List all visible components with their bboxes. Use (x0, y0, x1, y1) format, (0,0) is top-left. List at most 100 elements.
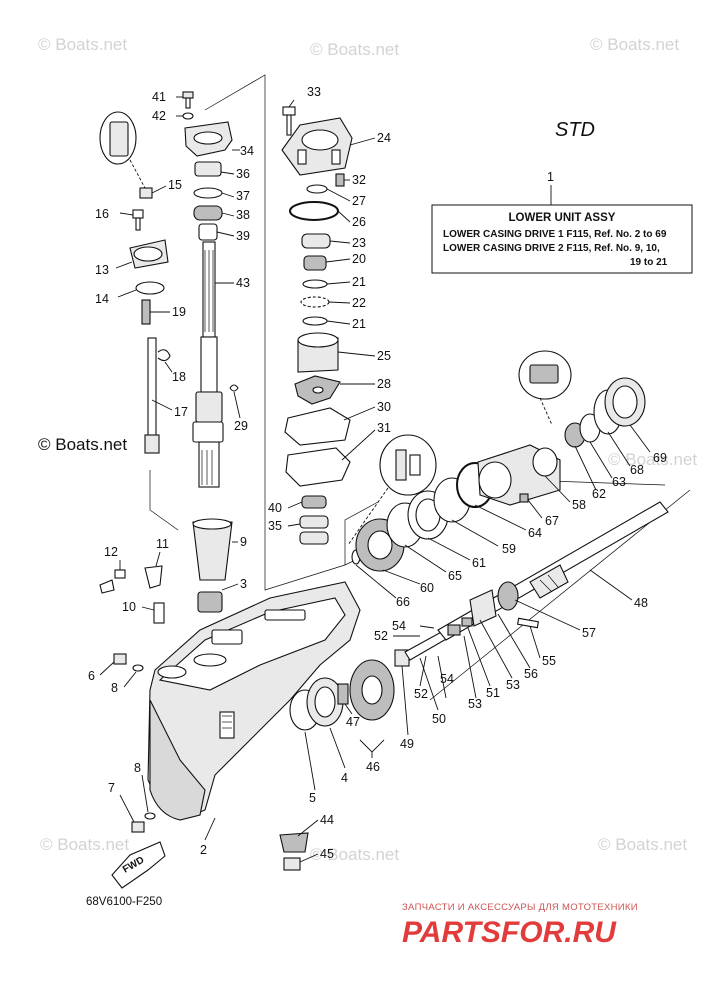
callout-11: 11 (156, 537, 169, 551)
callout-8: 8 (111, 681, 118, 695)
callout-28: 28 (377, 377, 391, 391)
callout-34: 34 (240, 144, 254, 158)
callout-56: 56 (524, 667, 538, 681)
watermark: © Boats.net (38, 35, 127, 54)
watermark: © Boats.net (608, 450, 697, 469)
callout-22: 22 (352, 296, 366, 310)
propeller-shaft-group (347, 350, 669, 641)
callout-labels: 41 42 34 36 37 38 39 43 15 16 13 14 19 1… (88, 85, 667, 861)
callout-30: 30 (377, 400, 391, 414)
callout-18: 18 (172, 370, 186, 384)
callout-57: 57 (582, 626, 596, 640)
callout-21: 21 (352, 317, 366, 331)
callout-62: 62 (592, 487, 606, 501)
assembly-reference: STD 1 LOWER UNIT ASSY LOWER CASING DRIVE… (431, 119, 693, 274)
callout-20: 20 (352, 252, 366, 266)
callout-60: 60 (420, 581, 434, 595)
callout-16: 16 (95, 207, 109, 221)
callout-68: 68 (630, 463, 644, 477)
watermark-layer: © Boats.net © Boats.net © Boats.net © Bo… (38, 35, 697, 864)
drawing-code: 68V6100-F250 (86, 896, 162, 908)
callout-42: 42 (152, 109, 166, 123)
callout-24: 24 (377, 131, 391, 145)
callout-1: 1 (547, 170, 554, 184)
water-pump-group (281, 106, 353, 545)
callout-29: 29 (234, 419, 248, 433)
callout-48: 48 (634, 596, 648, 610)
leader-lines (99, 96, 651, 863)
callout-8: 8 (134, 761, 141, 775)
watermark: © Boats.net (40, 835, 129, 854)
callout-54: 54 (392, 619, 406, 633)
callout-25: 25 (377, 349, 391, 363)
callout-26: 26 (352, 215, 366, 229)
watermark: © Boats.net (590, 35, 679, 54)
assembly-line: LOWER CASING DRIVE 1 F115, Ref. No. 2 to… (443, 229, 667, 240)
callout-3: 3 (240, 577, 247, 591)
watermark: © Boats.net (310, 845, 399, 864)
callout-2: 2 (200, 843, 207, 857)
assembly-line: 19 to 21 (630, 257, 668, 268)
callout-19: 19 (172, 305, 186, 319)
callout-69: 69 (653, 451, 667, 465)
callout-59: 59 (502, 542, 516, 556)
callout-23: 23 (352, 236, 366, 250)
callout-44: 44 (320, 813, 334, 827)
callout-33: 33 (307, 85, 321, 99)
callout-14: 14 (95, 292, 109, 306)
callout-32: 32 (352, 173, 366, 187)
callout-35: 35 (268, 519, 282, 533)
assembly-title: LOWER UNIT ASSY (509, 212, 616, 224)
callout-6: 6 (88, 669, 95, 683)
callout-53: 53 (506, 678, 520, 692)
callout-36: 36 (236, 167, 250, 181)
callout-51: 51 (486, 686, 500, 700)
watermark: © Boats.net (38, 435, 127, 454)
callout-38: 38 (236, 208, 250, 222)
callout-64: 64 (528, 526, 542, 540)
left-fittings: FWD (99, 565, 166, 889)
callout-21: 21 (352, 275, 366, 289)
callout-9: 9 (240, 535, 247, 549)
callout-58: 58 (572, 498, 586, 512)
watermark: © Boats.net (310, 40, 399, 59)
promo-text: ЗАПЧАСТИ И АКСЕССУАРЫ ДЛЯ МОТОТЕХНИКИ (402, 902, 638, 913)
callout-61: 61 (472, 556, 486, 570)
callout-52: 52 (374, 629, 388, 643)
shift-rod-group (99, 111, 239, 454)
callout-7: 7 (108, 781, 115, 795)
callout-37: 37 (236, 189, 250, 203)
callout-10: 10 (122, 600, 136, 614)
callout-63: 63 (612, 475, 626, 489)
callout-40: 40 (268, 501, 282, 515)
callout-47: 47 (346, 715, 360, 729)
callout-17: 17 (174, 405, 188, 419)
callout-5: 5 (309, 791, 316, 805)
assembly-line: LOWER CASING DRIVE 2 F115, Ref. No. 9, 1… (443, 243, 660, 254)
callout-52: 52 (414, 687, 428, 701)
assembly-box (431, 204, 693, 274)
callout-13: 13 (95, 263, 109, 277)
gear-case-body (147, 581, 361, 821)
callout-66: 66 (396, 595, 410, 609)
callout-15: 15 (168, 178, 182, 192)
brand-logo: PARTSFOR.RU (402, 916, 617, 949)
gear-set-group (279, 629, 449, 871)
callout-49: 49 (400, 737, 414, 751)
callout-55: 55 (542, 654, 556, 668)
watermark: © Boats.net (598, 835, 687, 854)
std-label: STD (555, 119, 595, 141)
callout-54: 54 (440, 672, 454, 686)
callout-41: 41 (152, 90, 166, 104)
drive-shaft-group (182, 91, 233, 613)
callout-45: 45 (320, 847, 334, 861)
footer: 68V6100-F250 ЗАПЧАСТИ И АКСЕССУАРЫ ДЛЯ М… (86, 896, 638, 949)
callout-53: 53 (468, 697, 482, 711)
callout-39: 39 (236, 229, 250, 243)
callout-12: 12 (104, 545, 118, 559)
callout-31: 31 (377, 421, 391, 435)
callout-43: 43 (236, 276, 250, 290)
callout-50: 50 (432, 712, 446, 726)
callout-67: 67 (545, 514, 559, 528)
